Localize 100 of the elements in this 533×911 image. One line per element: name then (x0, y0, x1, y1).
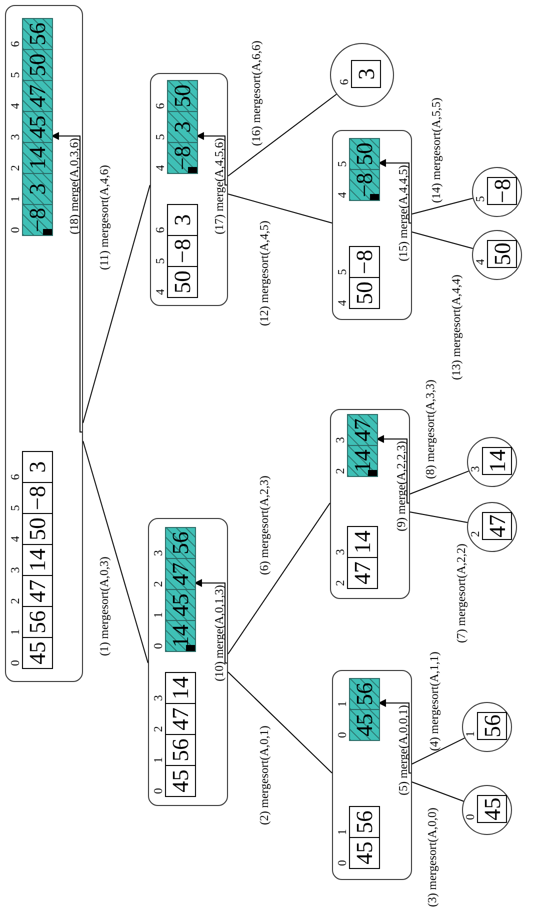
sorted-array-cell: −8 (167, 142, 198, 174)
index-label: 1 (9, 629, 21, 635)
array-cell: −8 (167, 235, 198, 267)
sorted-array-cell: 47 (347, 414, 378, 446)
sorted-array-cell: 56 (349, 678, 380, 710)
tree-edge (228, 672, 332, 774)
index-label: 2 (469, 531, 481, 537)
tree-edge (228, 502, 330, 654)
index-label: 5 (336, 161, 348, 167)
array-cell: 50 (349, 277, 380, 309)
sorted-array-cell: 47 (22, 80, 53, 112)
index-label: 2 (9, 598, 21, 604)
array-cell: 14 (165, 672, 196, 704)
array-cell: 47 (482, 512, 512, 540)
index-label: 2 (152, 726, 164, 732)
arrow (194, 579, 228, 664)
index-label: 3 (334, 549, 346, 555)
index-label: 3 (334, 437, 346, 443)
index-label: 1 (9, 196, 21, 202)
array-cell: 3 (167, 204, 198, 236)
sorted-array-cell: 56 (22, 18, 53, 50)
edge-label: (16) mergesort(A,6,6) (250, 40, 262, 146)
edge-label: (11) mergesort(A,4,6) (98, 165, 110, 270)
index-label: 4 (474, 259, 486, 265)
tree-edge (412, 232, 474, 249)
index-label: 2 (152, 581, 164, 587)
tree-edge (412, 738, 466, 764)
array-cell: 50 (167, 266, 198, 298)
edge-label: (2) mergesort(A,0,1) (258, 726, 270, 825)
array-cell: 14 (347, 526, 378, 558)
merge-call-label: (9) merge(A,2,2,3) (394, 441, 408, 547)
array-cell: 56 (22, 606, 53, 638)
index-label: 3 (152, 550, 164, 556)
sorted-array-cell: 50 (349, 138, 380, 170)
array-cell: 47 (22, 575, 53, 607)
arrow (378, 699, 412, 774)
tree-edge (228, 194, 332, 224)
merge-call-label: (15) merge(A,4,4,5) (396, 165, 410, 271)
array-cell: −8 (487, 177, 517, 205)
index-label: 6 (154, 227, 166, 233)
edge-label: (4) mergesort(A,1,1) (428, 652, 440, 751)
sorted-array-cell: 14 (165, 620, 196, 652)
index-label: 5 (336, 269, 348, 275)
sorted-array-cell: 50 (22, 49, 53, 81)
index-label: 4 (9, 536, 21, 542)
index-label: 2 (334, 580, 346, 586)
recursion-box (330, 409, 410, 599)
array-cell: 56 (477, 712, 507, 740)
index-label: 4 (336, 192, 348, 198)
index-label: 1 (152, 757, 164, 763)
index-label: 3 (469, 466, 481, 472)
array-cell: 3 (22, 451, 53, 483)
index-label: 4 (154, 165, 166, 171)
recursion-box (150, 73, 228, 306)
arrow (376, 435, 410, 504)
arrow (378, 159, 412, 224)
index-label: 0 (152, 788, 164, 794)
array-cell: 45 (22, 637, 53, 669)
sorted-array-cell: 45 (165, 589, 196, 621)
index-label: 0 (336, 860, 348, 866)
arrow (51, 132, 80, 246)
edge-label: (3) mergesort(A,0,0) (426, 808, 438, 907)
sorted-array-cell: −8 (349, 169, 380, 201)
index-label: 0 (336, 732, 348, 738)
recursion-box (148, 518, 228, 806)
index-label: 1 (336, 829, 348, 835)
index-label: 6 (338, 79, 350, 85)
index-label: 3 (9, 134, 21, 140)
tree-edge (412, 782, 464, 802)
edge-label: (1) mergesort(A,0,3) (98, 556, 110, 656)
sorted-array-cell: 14 (347, 445, 378, 477)
edge-label: (14) mergesort(A,5,5) (430, 98, 442, 203)
recursion-box (332, 130, 412, 320)
sorted-array-cell: 14 (22, 142, 53, 174)
index-label: 0 (9, 227, 21, 233)
index-label: 0 (9, 660, 21, 666)
index-label: 4 (336, 300, 348, 306)
array-cell: −8 (349, 246, 380, 278)
array-cell: 50 (22, 513, 53, 545)
array-cell: 47 (347, 557, 378, 589)
index-label: 5 (154, 134, 166, 140)
index-label: 5 (154, 258, 166, 264)
sorted-array-cell: 47 (165, 558, 196, 590)
merge-call-label: (5) merge(A,0,0,1) (396, 705, 410, 811)
sorted-array-cell: 45 (22, 111, 53, 143)
edge-label: (8) mergesort(A,3,3) (424, 380, 436, 479)
array-cell: −8 (22, 482, 53, 514)
array-cell: 56 (165, 734, 196, 766)
index-label: 5 (474, 196, 486, 202)
index-label: 4 (154, 289, 166, 295)
index-label: 0 (464, 814, 476, 820)
index-label: 4 (9, 103, 21, 109)
tree-edge (410, 512, 468, 523)
merge-call-label: (10) merge(A,0,1,3) (212, 585, 226, 691)
index-label: 0 (152, 643, 164, 649)
edge-label: (7) mergesort(A,2,2) (455, 544, 467, 643)
edge-label: (13) mergesort(A,4,4) (450, 274, 462, 380)
array-cell: 50 (487, 240, 517, 268)
merge-call-label: (18) merge(A,0,3,6) (67, 138, 81, 244)
sorted-array-cell: 3 (167, 111, 198, 143)
